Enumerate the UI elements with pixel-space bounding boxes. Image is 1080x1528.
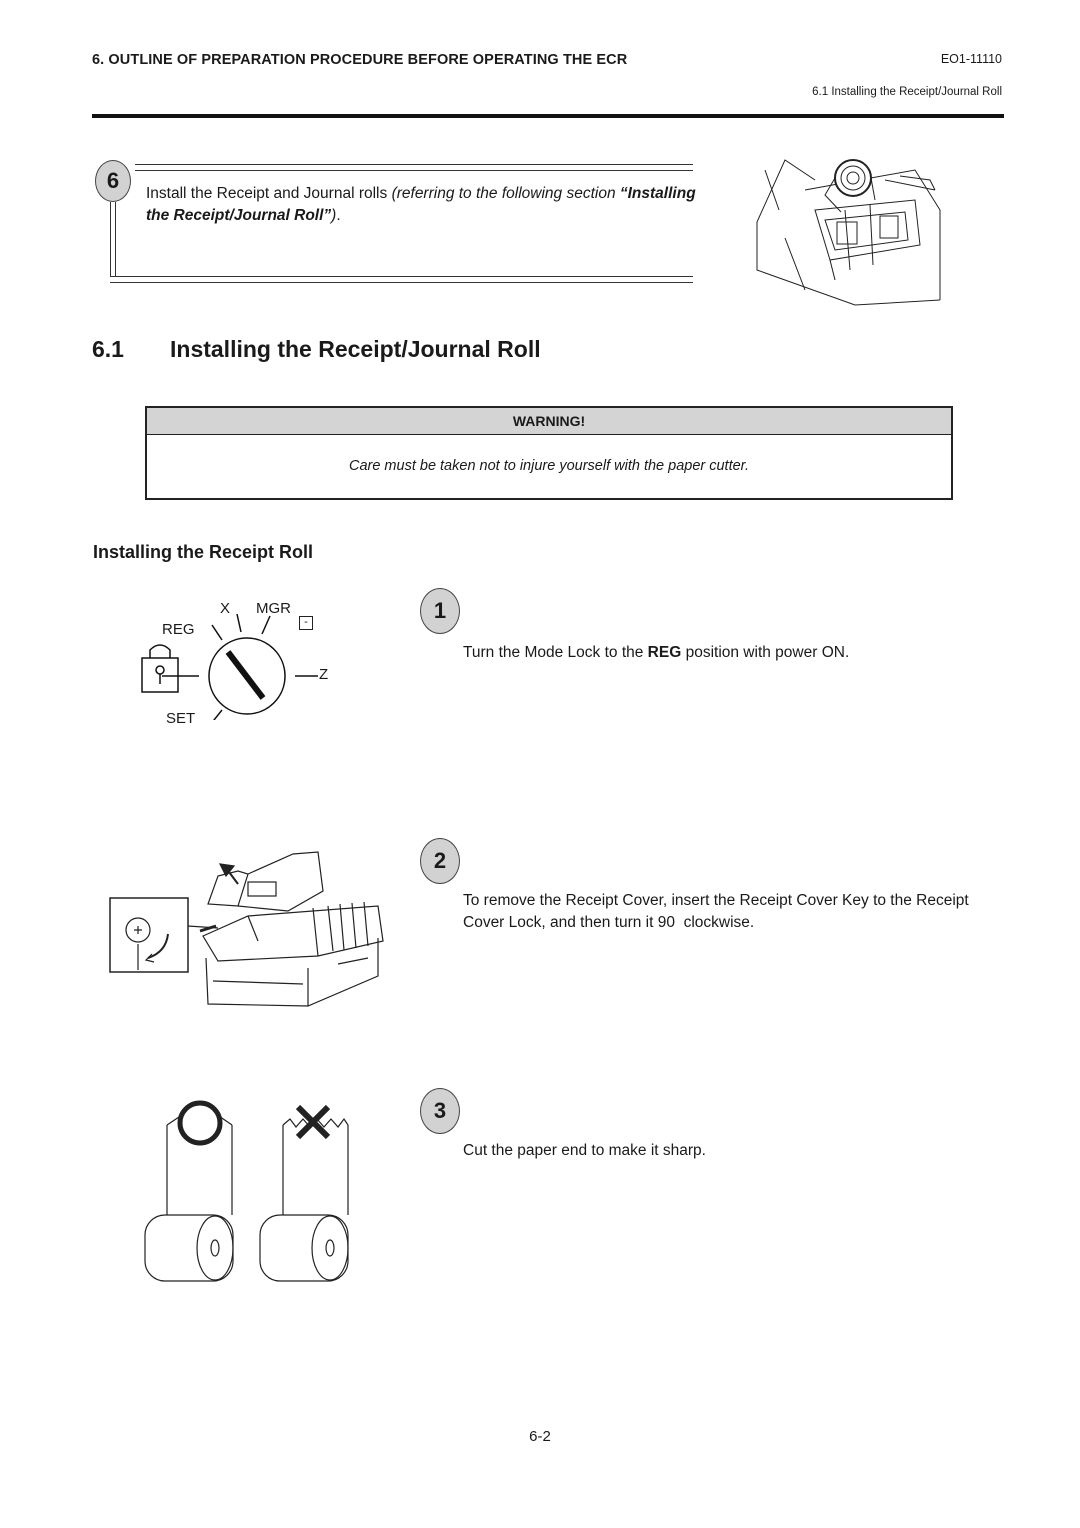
lock-detail-box: [109, 897, 189, 973]
warning-heading: WARNING!: [147, 408, 951, 435]
mode-label-set: SET: [166, 710, 196, 727]
step6-text-end: .: [336, 207, 341, 224]
step3-instruction: Cut the paper end to make it sharp.: [463, 1142, 706, 1159]
page-number: 6-2: [529, 1428, 551, 1445]
document-number: EO1-11110: [940, 52, 1002, 66]
step2-instruction: To remove the Receipt Cover, insert the …: [463, 892, 969, 931]
step1-text-before: Turn the Mode Lock to the: [463, 644, 648, 661]
mode-label-z: Z: [319, 666, 329, 683]
step3-badge: 3: [420, 1088, 460, 1134]
tick-x: [236, 613, 242, 633]
step2-badge: 2: [420, 838, 460, 884]
section-heading: 6.1 Installing the Receipt/Journal Roll: [92, 336, 541, 363]
lock-pointer: [225, 650, 266, 700]
mode-label-minus: -: [299, 616, 313, 630]
mode-label-mgr: MGR: [256, 600, 291, 617]
step6-top-rule-2: [135, 170, 693, 171]
incorrect-mark-icon: [295, 1104, 331, 1140]
tick-set: [213, 709, 223, 720]
section-title: Installing the Receipt/Journal Roll: [170, 336, 541, 362]
running-subsection: 6.1 Installing the Receipt/Journal Roll: [812, 86, 1002, 98]
step6-section-reference: “Installing the Receipt/Journal Roll”: [146, 185, 696, 224]
tick-mgr: [261, 615, 271, 635]
step6-instruction: Install the Receipt and Journal rolls (r…: [146, 183, 706, 227]
subsection-heading: Installing the Receipt Roll: [93, 542, 314, 562]
paper-rolls-illustration: [144, 1100, 349, 1282]
mode-label-reg: REG: [162, 621, 195, 638]
chapter-title: 6. OUTLINE OF PREPARATION PROCEDURE BEFO…: [92, 52, 628, 68]
step6-top-rule: [135, 164, 693, 165]
step6-text-normal: Install the Receipt and Journal rolls: [146, 185, 392, 202]
warning-box: WARNING! Care must be taken not to injur…: [145, 406, 953, 500]
mode-lock-diagram: [141, 613, 318, 720]
mode-label-x: X: [220, 600, 231, 617]
step6-bottom-rule: [110, 276, 693, 277]
header-rule: [92, 114, 1004, 118]
cash-register-illustration: [109, 851, 384, 1007]
step6-text-italic-close: ): [331, 207, 337, 224]
step1-text-after: position with power ON.: [681, 644, 850, 661]
step1-instruction: Turn the Mode Lock to the REG position w…: [463, 642, 1023, 664]
step6-badge: 6: [95, 160, 131, 202]
tick-reg: [211, 624, 223, 641]
step6-bottom-rule-2: [110, 282, 693, 283]
section-number: 6.1: [92, 336, 124, 362]
warning-text: Care must be taken not to injure yoursel…: [348, 458, 750, 474]
step6-side-rule: [110, 202, 111, 276]
step1-badge: 1: [420, 588, 460, 634]
correct-mark-icon: [177, 1100, 223, 1146]
step1-text-bold: REG: [647, 644, 682, 661]
printer-mechanism-illustration: [756, 159, 941, 306]
step6-side-rule-2: [115, 202, 116, 276]
step6-text-italic: (referring to the following section: [391, 185, 620, 202]
